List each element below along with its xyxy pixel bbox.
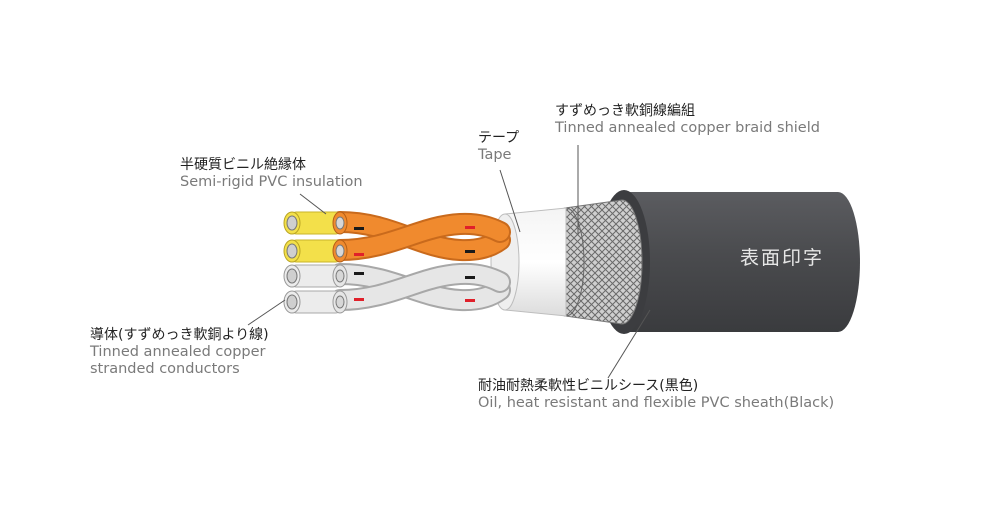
insulation-label: 半硬質ビニル絶縁体 Semi-rigid PVC insulation <box>180 157 363 191</box>
insulation-label-en: Semi-rigid PVC insulation <box>180 173 363 190</box>
conductor-label: 導体(すずめっき軟銅より線) Tinned annealed copper st… <box>90 327 269 378</box>
conductor-label-en2: stranded conductors <box>90 360 240 377</box>
tape-label-jp: テープ <box>478 130 520 146</box>
sheath-label-en: Oil, heat resistant and flexible PVC she… <box>478 394 835 411</box>
surface-print-text: 表面印字 <box>740 247 824 269</box>
leader-sheath <box>607 309 651 379</box>
insulated-wires <box>283 211 348 314</box>
braid-label-jp: すずめっき軟銅線編組 <box>555 103 695 119</box>
leader-lines <box>247 145 651 379</box>
leader-tape <box>499 169 521 233</box>
insulation-label-jp: 半硬質ビニル絶縁体 <box>180 157 306 173</box>
braid-body <box>564 199 643 325</box>
braid-label-en: Tinned annealed copper braid shield <box>555 119 820 136</box>
leader-insulation <box>299 193 327 215</box>
sheath-label: 耐油耐熱柔軟性ビニルシース(黒色) Oil, heat resistant an… <box>478 378 834 412</box>
tape-label-en: Tape <box>478 146 512 163</box>
sheath-label-jp: 耐油耐熱柔軟性ビニルシース(黒色) <box>478 378 699 394</box>
conductor-label-jp: 導体(すずめっき軟銅より線) <box>90 327 269 343</box>
braid-label: すずめっき軟銅線編組 Tinned annealed copper braid … <box>555 103 820 137</box>
conductor-label-en1: Tinned annealed copper <box>90 343 266 360</box>
leader-conductor <box>247 299 286 326</box>
tape-label: テープ Tape <box>478 130 519 164</box>
sheath-body <box>625 192 860 332</box>
twisted-pairs <box>329 211 511 312</box>
